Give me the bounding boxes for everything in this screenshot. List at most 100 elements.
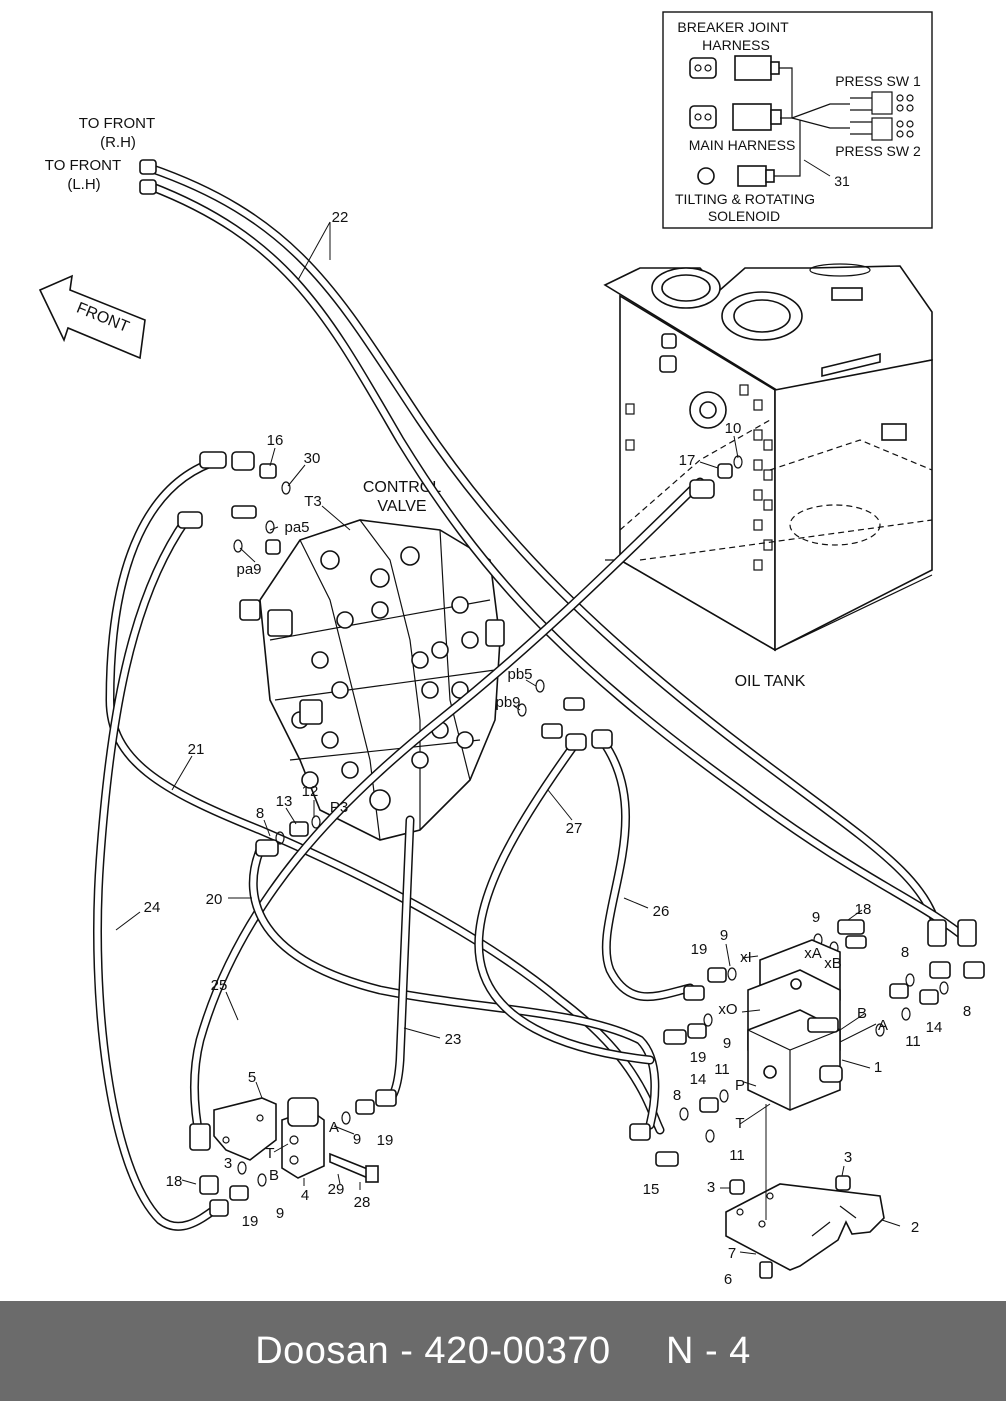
callout-8: 8	[901, 944, 909, 961]
callout-7: 7	[728, 1245, 736, 1262]
connector-icon	[689, 105, 717, 129]
callout-11: 11	[714, 1061, 730, 1078]
callout-t3: T3	[304, 493, 322, 510]
oil-tank-label: OIL TANK	[735, 673, 806, 690]
main-harness-label: MAIN HARNESS	[689, 137, 796, 153]
callout-t: T	[735, 1115, 744, 1132]
control-valve-label-2: VALVE	[377, 498, 426, 515]
callout-8: 8	[256, 805, 264, 822]
callout-21: 21	[188, 741, 205, 758]
callout-9: 9	[276, 1205, 284, 1222]
callout-26: 26	[653, 903, 670, 920]
press-sw-1-label: PRESS SW 1	[835, 73, 921, 89]
connector-icon	[689, 57, 717, 79]
callout-2: 2	[911, 1219, 919, 1236]
hose-20	[248, 845, 660, 1130]
fittings	[139, 159, 985, 1279]
callout-8: 8	[673, 1087, 681, 1104]
callout-20: 20	[206, 891, 223, 908]
callout-18: 18	[855, 901, 872, 918]
callout-xa: xA	[804, 945, 822, 962]
callout-3: 3	[707, 1179, 715, 1196]
callout-pb5: pb5	[507, 666, 532, 683]
callout-22: 22	[332, 209, 349, 226]
tilting-rotating-label-2: SOLENOID	[708, 208, 780, 224]
connector-icon	[732, 103, 772, 131]
footer-bar: Doosan - 420-00370 N - 4	[0, 1301, 1006, 1401]
control-valve: CONTROL VALVE	[239, 479, 505, 841]
callout-11: 11	[729, 1147, 745, 1164]
control-valve-label-1: CONTROL	[363, 479, 441, 496]
callout-11: 11	[905, 1033, 921, 1050]
callout-14: 14	[690, 1071, 707, 1088]
connector-icon	[734, 55, 772, 81]
callout-19: 19	[377, 1132, 394, 1149]
callout-3: 3	[224, 1155, 232, 1172]
callout-9: 9	[812, 909, 820, 926]
callout-1: 1	[874, 1059, 882, 1076]
callout-13: 13	[276, 793, 293, 810]
callout-4: 4	[301, 1187, 309, 1204]
callout-p3: P3	[330, 799, 348, 816]
callout-28: 28	[354, 1194, 371, 1211]
callout-17: 17	[679, 452, 696, 469]
connector-icon	[737, 165, 767, 187]
callout-a: A	[878, 1017, 888, 1034]
hose-26	[597, 735, 695, 1002]
valve-assembly-1	[747, 939, 843, 1111]
press-sw-2-label: PRESS SW 2	[835, 143, 921, 159]
breaker-joint-harness-label-2: HARNESS	[702, 37, 770, 53]
callout-9: 9	[720, 927, 728, 944]
callout-24: 24	[144, 899, 161, 916]
callout-14: 14	[926, 1019, 943, 1036]
callout-23: 23	[445, 1031, 462, 1048]
callout-10: 10	[725, 420, 742, 437]
callout-15: 15	[643, 1181, 660, 1198]
connector-icon	[697, 167, 715, 185]
leader-lines	[115, 221, 901, 1255]
hoses	[93, 163, 973, 1231]
callout-19: 19	[242, 1213, 259, 1230]
callout-18: 18	[166, 1173, 183, 1190]
callout-9: 9	[723, 1035, 731, 1052]
callout-b: B	[857, 1005, 867, 1022]
callout-19: 19	[690, 1049, 707, 1066]
callout-xb: xB	[824, 955, 842, 972]
to-front-lh-label-1: TO FRONT	[45, 157, 121, 174]
callout-9: 9	[353, 1131, 361, 1148]
solenoid-valve-4	[213, 1097, 379, 1183]
harness-inset: BREAKER JOINT HARNESS MAIN HARNESS TILTI…	[662, 11, 933, 229]
callout-pa5: pa5	[284, 519, 309, 536]
callout-a: A	[329, 1119, 339, 1136]
callout-p: P	[735, 1077, 745, 1094]
part-31-label: 31	[834, 173, 850, 189]
breaker-joint-harness-label-1: BREAKER JOINT	[677, 19, 789, 35]
callout-labels: 22 16 30 T3 pa5 pa9 17 10 pb5 pb9 21 8 1…	[144, 209, 972, 1288]
callout-12: 12	[302, 783, 319, 800]
callout-b: B	[269, 1167, 279, 1184]
callout-5: 5	[248, 1069, 256, 1086]
callout-19: 19	[691, 941, 708, 958]
callout-27: 27	[566, 820, 583, 837]
callout-xo: xO	[718, 1001, 737, 1018]
to-front-rh-label-1: TO FRONT	[79, 115, 155, 132]
callout-30: 30	[304, 450, 321, 467]
callout-29: 29	[328, 1181, 345, 1198]
callout-8: 8	[963, 1003, 971, 1020]
callout-pb9: pb9	[495, 694, 520, 711]
callout-25: 25	[211, 977, 228, 994]
tilting-rotating-label-1: TILTING & ROTATING	[675, 191, 815, 207]
front-arrow: FRONT	[38, 274, 146, 360]
callout-6: 6	[724, 1271, 732, 1288]
callout-3: 3	[844, 1149, 852, 1166]
to-front-lh-label-2: (L.H)	[67, 176, 100, 193]
callout-xi: xI	[740, 949, 752, 966]
footer-part-number: Doosan - 420-00370 N - 4	[255, 1329, 751, 1372]
callout-t: T	[265, 1145, 274, 1162]
bracket-2	[725, 1183, 885, 1271]
callout-16: 16	[267, 432, 284, 449]
to-front-rh-label-2: (R.H)	[100, 134, 136, 151]
oil-tank: OIL TANK	[603, 263, 933, 690]
hydraulic-piping-diagram: BREAKER JOINT HARNESS MAIN HARNESS TILTI…	[38, 11, 985, 1288]
callout-pa9: pa9	[236, 561, 261, 578]
